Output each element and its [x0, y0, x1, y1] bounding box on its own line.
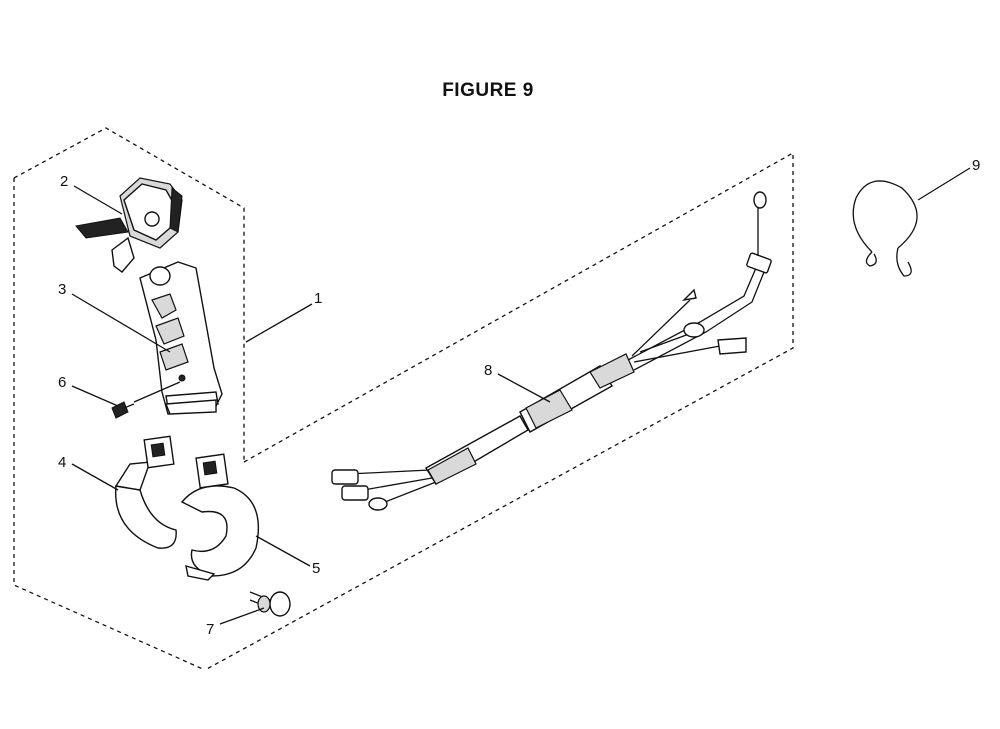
assembly-boundary-upper: [13, 127, 245, 462]
part-8-wire-harness: [331, 191, 772, 511]
leader-6: [71, 385, 119, 407]
callout-3: 3: [58, 281, 66, 298]
leader-6b: [133, 381, 181, 403]
part-5-clamp: [180, 453, 260, 581]
callout-9: 9: [972, 157, 980, 174]
callout-2: 2: [60, 173, 68, 190]
leader-5: [255, 535, 311, 567]
figure-title: FIGURE 9: [442, 80, 534, 101]
leader-4: [71, 463, 119, 491]
callout-7: 7: [206, 621, 214, 638]
leader-1: [245, 303, 313, 343]
leader-7: [219, 607, 265, 625]
callout-5: 5: [312, 560, 320, 577]
assembly-boundary-right: [204, 151, 794, 671]
callout-6: 6: [58, 374, 66, 391]
callout-1: 1: [314, 290, 322, 307]
callout-8: 8: [484, 362, 492, 379]
part-2-throttle-housing: [75, 177, 183, 273]
leader-8: [497, 373, 551, 403]
callout-4: 4: [58, 454, 66, 471]
part-3-grip: [139, 261, 223, 415]
leader-2: [73, 185, 123, 215]
assembly-boundary-left: [13, 178, 206, 671]
part-6-screw: [111, 401, 135, 419]
leader-3: [71, 293, 171, 353]
part-7-bolt: [249, 591, 291, 617]
part-9-clip-ring: [852, 180, 918, 277]
leader-9: [917, 167, 971, 201]
part-4-clamp: [114, 435, 177, 549]
